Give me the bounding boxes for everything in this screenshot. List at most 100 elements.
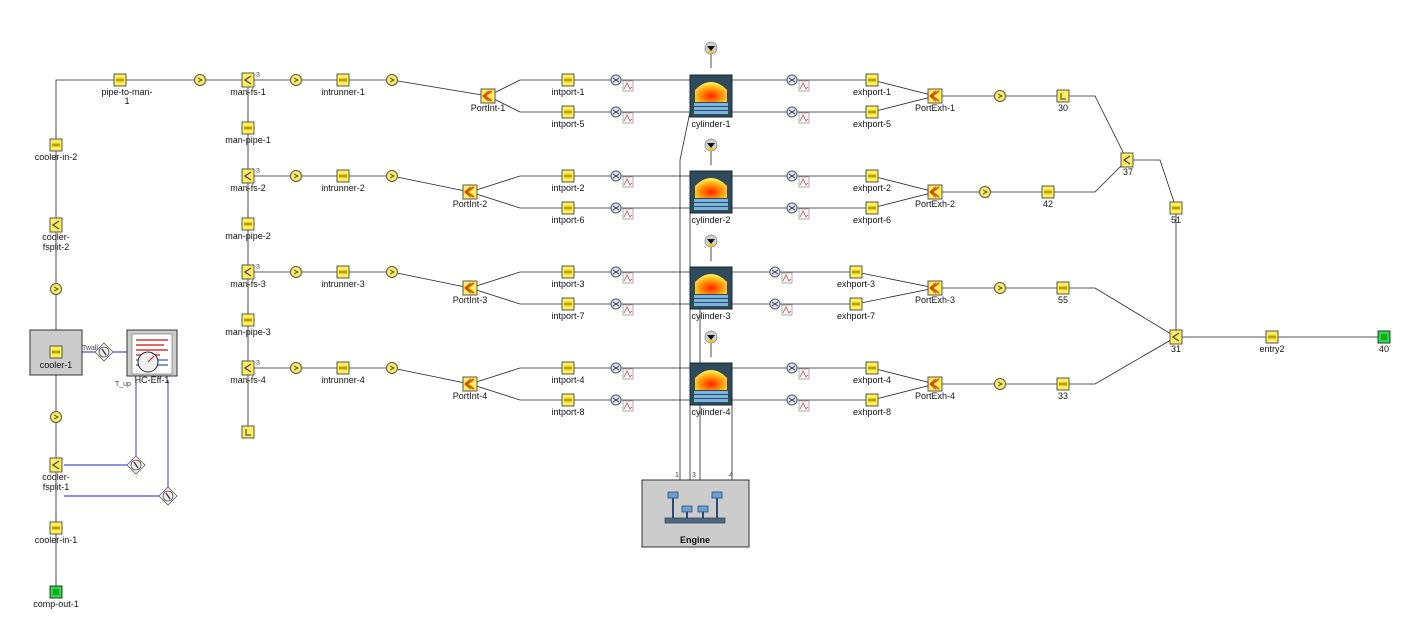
intake-valve[interactable]: [610, 394, 622, 406]
exh-1-orifice[interactable]: [994, 90, 1006, 102]
cylinder-3-component[interactable]: [689, 266, 733, 310]
intrunner-3-pipe[interactable]: [336, 265, 350, 279]
intport-7-label: intport-7: [551, 311, 584, 321]
cooler-fsplit-1-split[interactable]: [49, 457, 63, 473]
runner-4-orifice-b[interactable]: [386, 362, 398, 374]
exhport-4-pipe[interactable]: [865, 361, 879, 375]
comp-out-boundary[interactable]: [49, 585, 63, 599]
hc-eff-component[interactable]: [126, 329, 178, 377]
node-51-pipe[interactable]: [1169, 201, 1183, 215]
intake-valve[interactable]: [610, 266, 622, 278]
injector-1-icon[interactable]: [704, 41, 718, 55]
exhport-6-pipe[interactable]: [865, 201, 879, 215]
man-fs-3-split[interactable]: [241, 264, 255, 280]
intrunner-1-pipe[interactable]: [336, 73, 350, 87]
cylinder-2-component[interactable]: [689, 170, 733, 214]
exhaust-valve[interactable]: [786, 170, 798, 182]
exhport-3-pipe[interactable]: [849, 265, 863, 279]
cooler-orifice-lower[interactable]: [50, 411, 62, 423]
man-fs-4-split[interactable]: [241, 360, 255, 376]
exh-2-orifice[interactable]: [979, 186, 991, 198]
portint-4-split[interactable]: [462, 376, 478, 392]
portexh-2-split[interactable]: [927, 184, 943, 200]
portexh-3-split[interactable]: [927, 280, 943, 296]
injector-4-icon[interactable]: [704, 330, 718, 344]
intake-valve[interactable]: [610, 74, 622, 86]
fsplit-1-sensor-a[interactable]: [126, 455, 146, 475]
exh-4-orifice[interactable]: [994, 378, 1006, 390]
intake-valve[interactable]: [610, 170, 622, 182]
injector-3-icon[interactable]: [704, 234, 718, 248]
node-37-split[interactable]: [1120, 152, 1134, 168]
exh-3-orifice[interactable]: [994, 282, 1006, 294]
intrunner-2-pipe[interactable]: [336, 169, 350, 183]
intport-2-label: intport-2: [551, 183, 584, 193]
cylinder-1-component[interactable]: [689, 74, 733, 118]
intake-valve[interactable]: [610, 362, 622, 374]
cooler-in-2-pipe[interactable]: [49, 138, 63, 152]
runner-1-orifice-b[interactable]: [386, 74, 398, 86]
cylinder-4-component[interactable]: [689, 362, 733, 406]
man-fs-2-split[interactable]: [241, 168, 255, 184]
exhport-7-pipe[interactable]: [849, 297, 863, 311]
man-pipe-1-pipe[interactable]: [241, 121, 255, 135]
man-pipe-3-pipe[interactable]: [241, 313, 255, 327]
exhaust-valve[interactable]: [786, 106, 798, 118]
portexh-4-split[interactable]: [927, 376, 943, 392]
man-pipe-2-pipe[interactable]: [241, 217, 255, 231]
node-55-pipe[interactable]: [1056, 281, 1070, 295]
fsplit-1-sensor-b[interactable]: [158, 486, 178, 506]
exhaust-valve[interactable]: [786, 74, 798, 86]
intake-valve[interactable]: [610, 106, 622, 118]
entry2-pipe[interactable]: [1265, 330, 1279, 344]
intrunner-4-pipe[interactable]: [336, 361, 350, 375]
runner-3-orifice-a[interactable]: [290, 266, 302, 278]
exhport-1-pipe[interactable]: [865, 73, 879, 87]
intport-3-pipe[interactable]: [561, 265, 575, 279]
cooler-1-component[interactable]: [29, 329, 83, 376]
cooler-fsplit-2-split[interactable]: [49, 217, 63, 233]
pipe-to-man-orifice[interactable]: [194, 74, 206, 86]
injector-2-icon[interactable]: [704, 138, 718, 152]
entry2-label: entry2: [1259, 344, 1284, 354]
intport-5-pipe[interactable]: [561, 105, 575, 119]
node-42-pipe[interactable]: [1041, 185, 1055, 199]
intport-2-pipe[interactable]: [561, 169, 575, 183]
exhaust-valve[interactable]: [786, 202, 798, 214]
exhaust-valve[interactable]: [786, 394, 798, 406]
engine-port-1: 1: [675, 472, 679, 479]
intport-8-pipe[interactable]: [561, 393, 575, 407]
runner-3-orifice-b[interactable]: [386, 266, 398, 278]
intport-7-pipe[interactable]: [561, 297, 575, 311]
portint-2-split[interactable]: [462, 184, 478, 200]
exhaust-valve[interactable]: [769, 298, 781, 310]
intport-4-pipe[interactable]: [561, 361, 575, 375]
runner-2-orifice-b[interactable]: [386, 170, 398, 182]
portint-1-split[interactable]: [480, 88, 496, 104]
node-31-split[interactable]: [1169, 329, 1183, 345]
man-fs-1-split[interactable]: [241, 72, 255, 88]
exhaust-valve[interactable]: [786, 362, 798, 374]
intport-6-pipe[interactable]: [561, 201, 575, 215]
node-30-component[interactable]: [1056, 89, 1070, 103]
pipe-to-man-pipe[interactable]: [113, 73, 127, 87]
exhport-8-pipe[interactable]: [865, 393, 879, 407]
exhaust-valve[interactable]: [769, 266, 781, 278]
cooler-in-1-pipe[interactable]: [49, 521, 63, 535]
intake-valve[interactable]: [610, 202, 622, 214]
manifold-end-cap[interactable]: [241, 425, 255, 439]
cooler-orifice-upper[interactable]: [50, 283, 62, 295]
exhport-2-pipe[interactable]: [865, 169, 879, 183]
node-40-boundary[interactable]: [1377, 330, 1391, 344]
node-33-pipe[interactable]: [1056, 377, 1070, 391]
portexh-1-split[interactable]: [927, 88, 943, 104]
portint-3-split[interactable]: [462, 280, 478, 296]
engine-component[interactable]: Engine 1 3 4: [641, 472, 750, 548]
runner-1-orifice-a[interactable]: [290, 74, 302, 86]
intake-valve[interactable]: [610, 298, 622, 310]
intport-1-pipe[interactable]: [561, 73, 575, 87]
runner-2-orifice-a[interactable]: [290, 170, 302, 182]
runner-4-orifice-a[interactable]: [290, 362, 302, 374]
cooler-in-2-label: cooler-in-2: [35, 152, 78, 162]
exhport-5-pipe[interactable]: [865, 105, 879, 119]
